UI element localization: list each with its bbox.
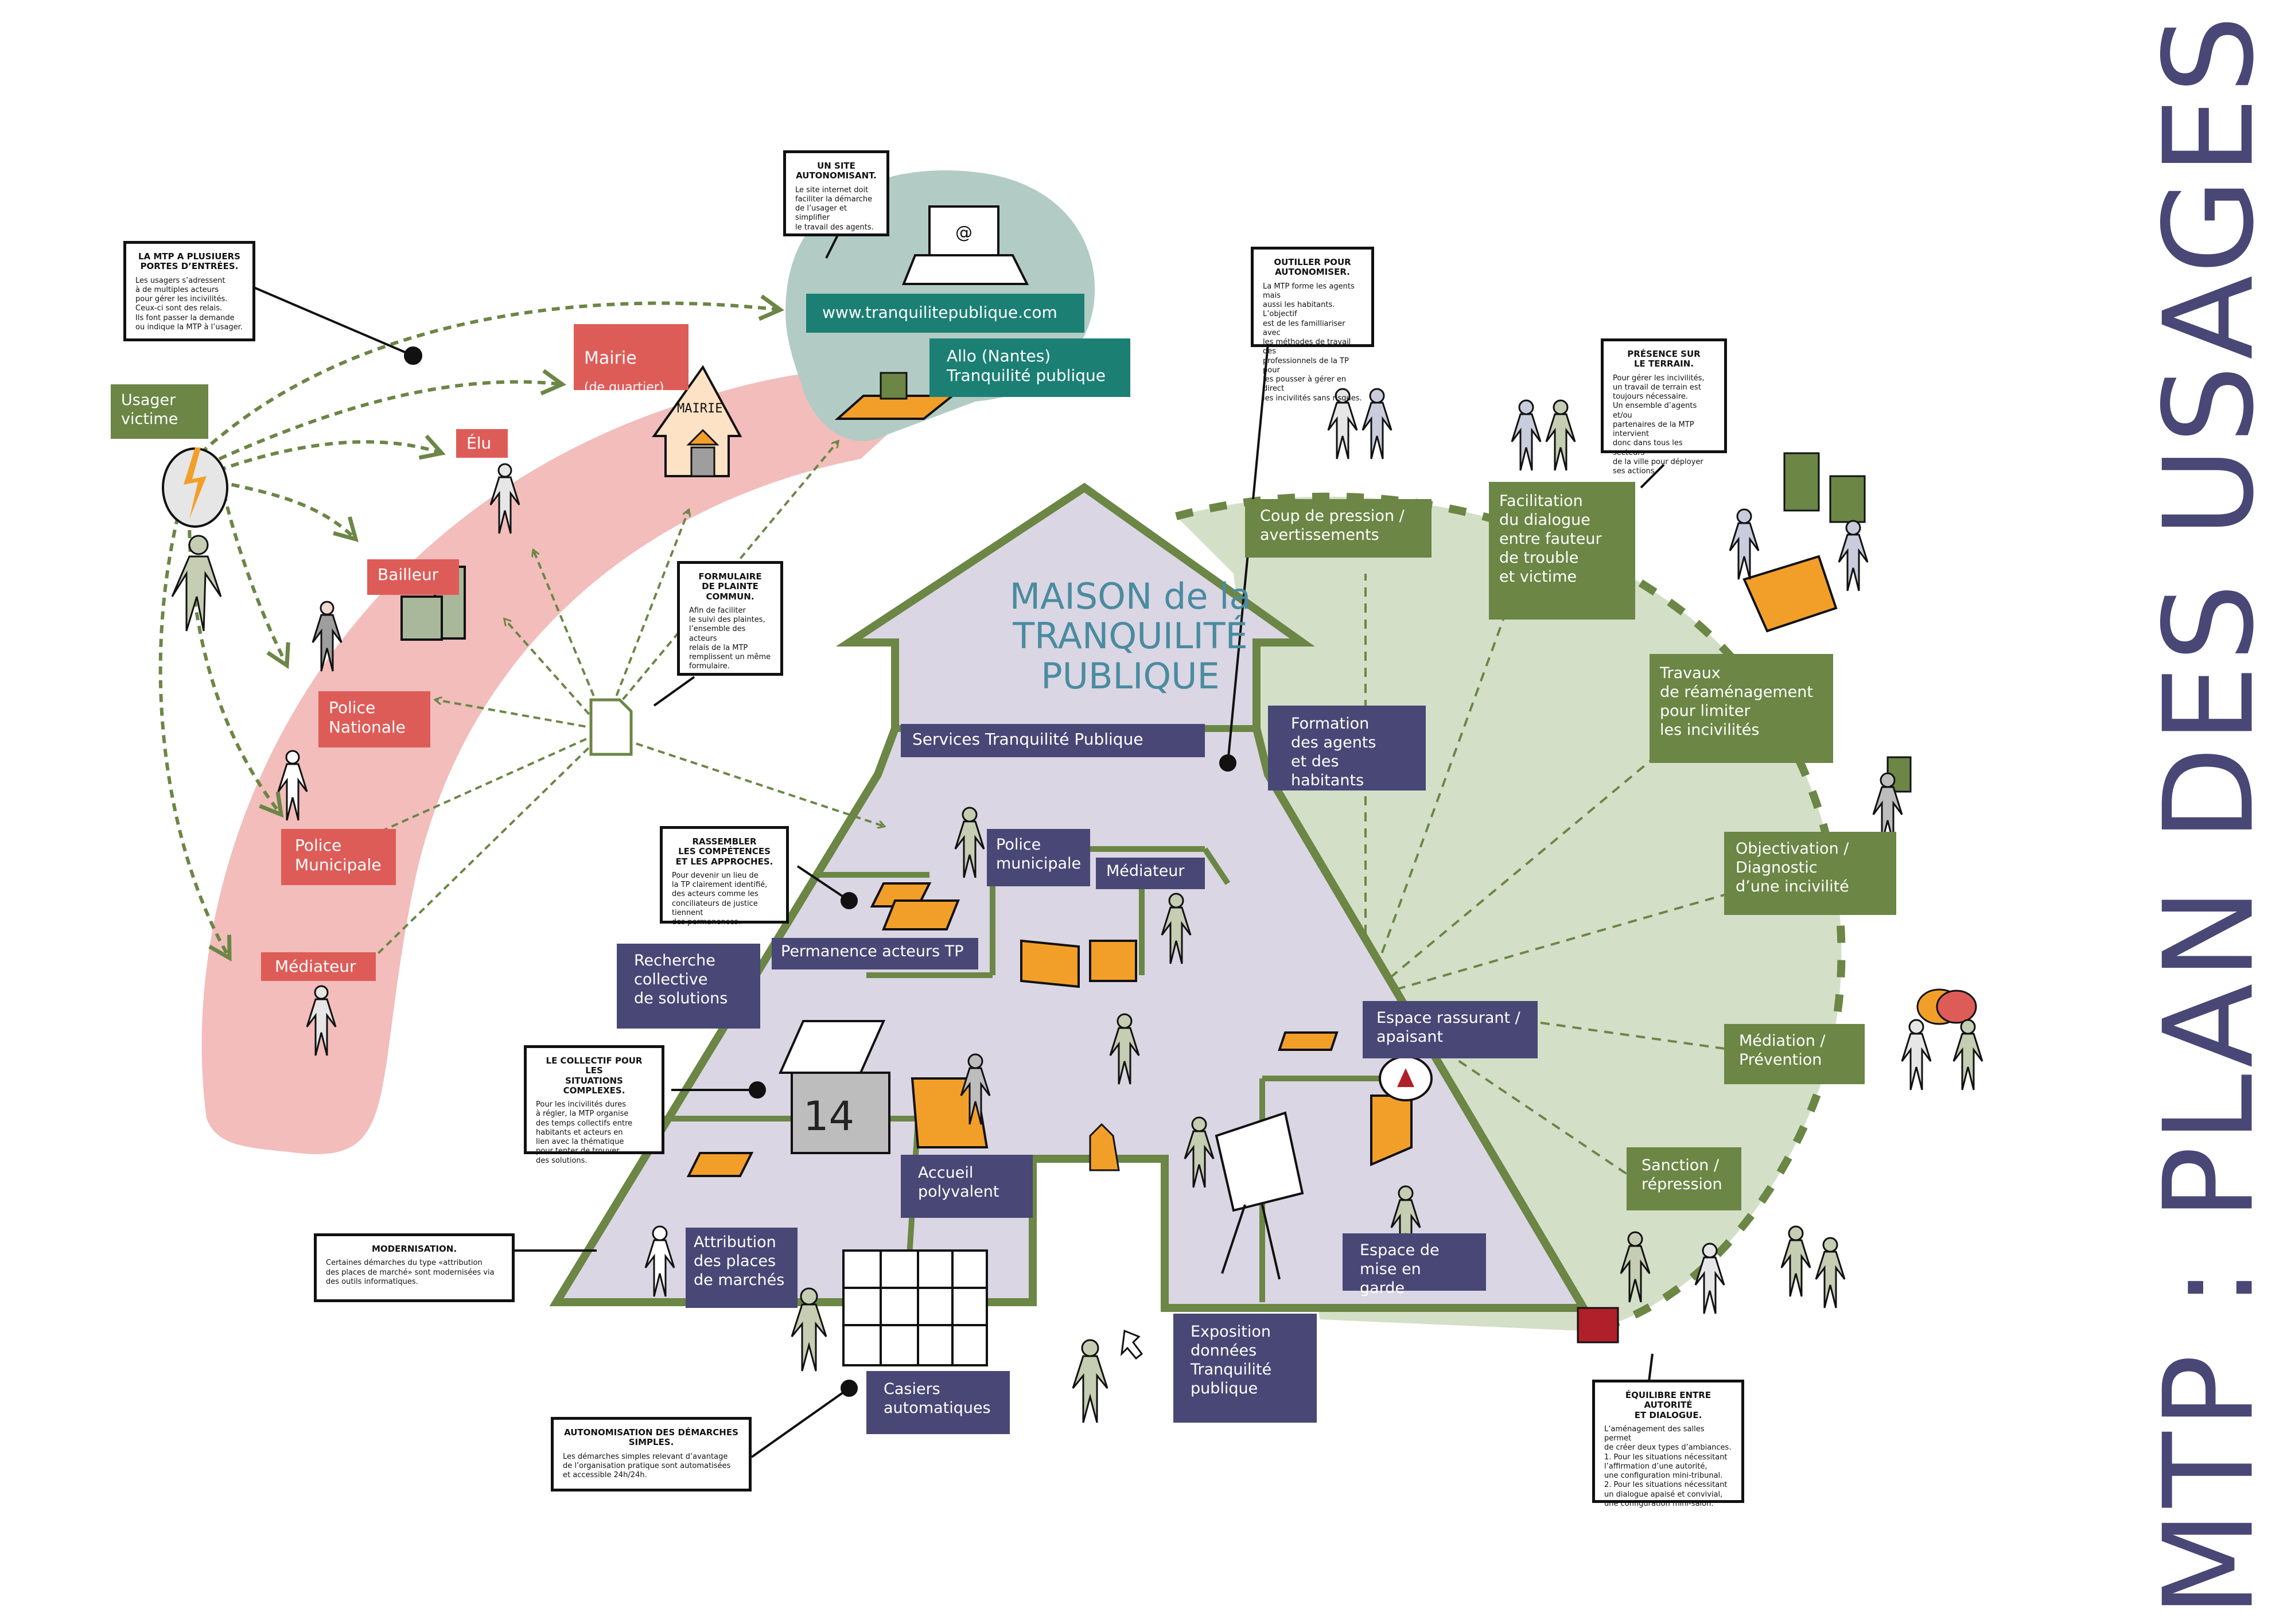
lockers-icon [842, 1249, 988, 1366]
action-rays [1364, 574, 1745, 1200]
relay-mediateur: Médiateur [261, 952, 376, 981]
mairie-sign: MAIRIE [677, 402, 723, 416]
phone-desk-icon [834, 372, 956, 420]
room-espace-mise-en-garde: Espace de mise en garde [1343, 1233, 1486, 1297]
room-permanence-acteurs-tp: Permanence acteurs TP [772, 938, 978, 969]
note-title: OUTILLER POUR AUTONOMISER. [1274, 257, 1351, 278]
note-title: LE COLLECTIF POUR LES SITUATIONS COMPLEX… [546, 1056, 643, 1096]
note-rassembler-competences: RASSEMBLER LES COMPÉTENCES ET LES APPROC… [660, 826, 789, 926]
page-title: MTP : PLAN DES USAGES [2137, 11, 2281, 1618]
note-body: Afin de faciliter le suivi des plaintes,… [689, 606, 771, 671]
allo-tranquilite-phone[interactable]: Allo (Nantes) Tranquilité publique [929, 338, 1130, 397]
note-body: Les démarches simples relevant d’avantag… [563, 1452, 731, 1480]
relay-mairie-sub: (de quartier) [584, 380, 664, 395]
action-sanction-repression: Sanction / répression [1627, 1147, 1741, 1210]
room-recherche-collective: Recherche collective de solutions [617, 944, 760, 1029]
up-arrow-icon [1120, 1329, 1143, 1360]
relay-bailleur: Bailleur [367, 559, 459, 595]
form-arrows [356, 442, 884, 975]
note-outiller-autonomiser: OUTILLER POUR AUTONOMISER. La MTP forme … [1251, 247, 1374, 403]
note-body: Pour gérer les incivilités, un travail d… [1613, 373, 1705, 476]
room-number-sign: 14 [803, 1093, 855, 1140]
note-title: AUTONOMISATION DES DÉMARCHES SIMPLES. [564, 1427, 738, 1448]
note-title: ÉQUILIBRE ENTRE AUTORITÉ ET DIALOGUE. [1625, 1390, 1711, 1420]
victim-figure [162, 447, 228, 632]
form-document-icon [589, 698, 633, 756]
note-autonomisation-demarches: AUTONOMISATION DES DÉMARCHES SIMPLES. Le… [551, 1417, 752, 1491]
relay-police-nationale: Police Nationale [318, 691, 430, 747]
room-accueil-polyvalent: Accueil polyvalent [901, 1155, 1033, 1218]
room-sign-board [791, 1072, 890, 1154]
room-services-tp: Services Tranquilité Publique [901, 724, 1205, 757]
website-url-link[interactable]: www.tranquilitepublique.com [806, 294, 1084, 333]
note-title: MODERNISATION. [371, 1244, 457, 1254]
note-body: Le site internet doit faciliter la démar… [795, 185, 874, 232]
mairie-building-icon [652, 365, 742, 477]
note-modernisation: MODERNISATION. Certaines démarches du ty… [314, 1233, 515, 1302]
action-objectivation-diagnostic: Objectivation / Diagnostic d’une incivil… [1724, 832, 1896, 915]
room-espace-rassurant: Espace rassurant / apaisant [1363, 1001, 1538, 1058]
note-leaders [252, 235, 1665, 1458]
room-attribution-places: Attribution des places de marchés [686, 1228, 798, 1308]
warning-bubble-icon [1379, 1056, 1433, 1101]
relay-zone [201, 371, 929, 1154]
note-portes-entrees: LA MTP A PLUSIUERS PORTES D’ENTRÉES. Les… [123, 241, 255, 341]
note-presence-terrain: PRÉSENCE SUR LE TERRAIN. Pour gérer les … [1601, 338, 1727, 476]
note-body: Pour devenir un lieu de la TP clairement… [672, 871, 768, 926]
note-equilibre-autorite: ÉQUILIBRE ENTRE AUTORITÉ ET DIALOGUE. L’… [1592, 1380, 1744, 1508]
note-title: FORMULAIRE DE PLAINTE COMMUN. [698, 571, 762, 602]
note-formulaire-plainte: FORMULAIRE DE PLAINTE COMMUN. Afin de fa… [677, 561, 783, 676]
red-vehicle-icon [1577, 1307, 1619, 1343]
note-title: RASSEMBLER LES COMPÉTENCES ET LES APPROC… [675, 836, 773, 867]
easel-icon [1215, 1111, 1304, 1280]
note-title: LA MTP A PLUSIUERS PORTES D’ENTRÉES. [138, 251, 240, 272]
furniture [686, 882, 1413, 1177]
people [277, 388, 1983, 1423]
room-formation: Formation des agents et des habitants [1268, 706, 1426, 790]
lightning-icon [184, 447, 207, 519]
relay-elu: Élu [456, 429, 508, 458]
note-body: L’aménagement des salles permet de créer… [1604, 1424, 1732, 1508]
entrance [1037, 1165, 1161, 1314]
note-body: Les usagers s’adressent à de multiples a… [135, 276, 243, 332]
dog-icon [1089, 1123, 1120, 1171]
note-body: Certaines démarches du type «attribution… [326, 1259, 495, 1286]
note-body: La MTP forme les agents mais aussi les h… [1263, 282, 1362, 403]
action-coup-de-pression: Coup de pression / avertissements [1245, 499, 1432, 558]
note-body: Pour les incivilités dures à régler, la … [536, 1100, 633, 1165]
room-exposition-donnees: Exposition données Tranquilité publique [1173, 1314, 1317, 1423]
room-casiers-automatiques: Casiers automatiques [866, 1371, 1010, 1434]
action-facilitation-dialogue: Facilitation du dialogue entre fauteur d… [1489, 482, 1635, 620]
house-title: MAISON de la TRANQUILITÉ PUBLIQUE [1009, 575, 1251, 697]
note-site-autonomisant: UN SITE AUTONOMISANT. Le site internet d… [783, 150, 889, 236]
note-collectif-situations: LE COLLECTIF POUR LES SITUATIONS COMPLEX… [524, 1045, 664, 1165]
room-mediateur: Médiateur [1096, 858, 1205, 889]
room-police-municipale: Police municipale [987, 829, 1090, 886]
laptop-icon [902, 205, 1029, 285]
relay-mairie-label: Mairie [584, 348, 637, 368]
relay-mairie: Mairie (de quartier) [574, 324, 688, 395]
note-title: PRÉSENCE SUR LE TERRAIN. [1627, 349, 1701, 369]
construction-block [1742, 555, 1838, 633]
note-title: UN SITE AUTONOMISANT. [796, 161, 877, 181]
action-travaux-reamenagement: Travaux de réaménagement pour limiter le… [1650, 654, 1833, 763]
relay-police-municipale: Police Municipale [281, 829, 396, 885]
action-mediation-prevention: Médiation / Prévention [1724, 1024, 1865, 1084]
label-usager-victime: Usager victime [111, 384, 208, 439]
at-sign-glyph: @ [955, 223, 973, 243]
speech-bubbles-icon [1916, 988, 1977, 1025]
